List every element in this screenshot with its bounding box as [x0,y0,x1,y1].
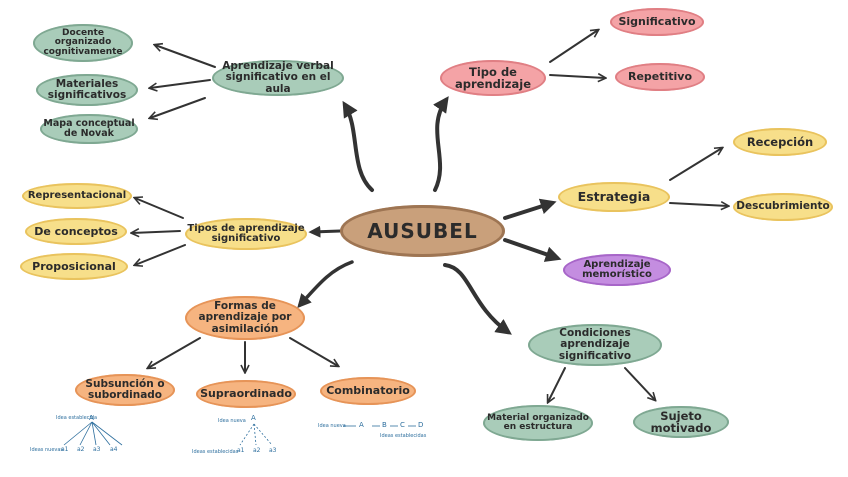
sketch-supra-top-label: Idea nueva [218,418,246,424]
node-aprendizaje-verbal[interactable]: Aprendizaje verbal significativo en el a… [212,60,344,96]
sketch-sub-top-label: Idea establecida [56,415,98,421]
sketch-supra-item: a3 [269,447,277,454]
node-proposicional[interactable]: Proposicional [20,253,128,280]
node-combinatorio[interactable]: Combinatorio [320,377,416,405]
connector-center-tipo [433,96,449,192]
connector-estrategia-recepcion [669,148,722,181]
connector-center-estrategia [503,198,557,220]
node-subsuncion[interactable]: Subsunción o subordinado [75,374,175,406]
center-node-ausubel[interactable]: AUSUBEL [340,205,505,257]
connector-formas-subsuncion [148,337,201,368]
sketch-comb-item: C [400,421,405,429]
node-formas-asimilacion[interactable]: Formas de aprendizaje por asimilación [185,296,305,340]
node-significativo[interactable]: Significativo [610,8,704,36]
sketch-sub-item: a3 [93,446,101,453]
node-condiciones-aprendizaje[interactable]: Condiciones aprendizaje significativo [528,324,662,366]
connector-center-verbal [342,100,374,192]
node-materiales-significativos[interactable]: Materiales significativos [36,74,138,106]
node-de-conceptos[interactable]: De conceptos [25,218,127,245]
connector-center-memoristico [503,238,562,262]
sketch-supra-top: A [251,414,256,422]
connector-center-formas [297,260,354,309]
sketch-comb-bottom-label: Ideas establecidas [380,433,427,439]
node-repetitivo[interactable]: Repetitivo [615,63,705,91]
sketch-supra-bottom-label: Ideas establecidas [192,449,239,455]
sketch-subsuncion: Idea establecida A Ideas nuevas a1 a2 a3… [30,410,140,460]
node-material-organizado[interactable]: Material organizado en estructura [483,405,593,441]
node-recepcion[interactable]: Recepción [733,128,827,156]
sketch-supra-item: a1 [237,447,245,454]
node-docente-organizado[interactable]: Docente organizado cognitivamente [33,24,133,62]
connector-tipo-repetitivo [549,75,605,78]
node-tipo-de-aprendizaje[interactable]: Tipo de aprendizaje [440,60,546,96]
node-estrategia[interactable]: Estrategia [558,182,670,212]
connector-center-condiciones [443,263,512,335]
connector-estrategia-descubrimiento [669,203,728,206]
connector-tipo-significativo [549,30,598,63]
node-aprendizaje-memoristico[interactable]: Aprendizaje memorístico [563,254,671,286]
sketch-comb-item: B [382,421,387,429]
connector-condiciones-sujeto [624,367,655,400]
node-sujeto-motivado[interactable]: Sujeto motivado [633,406,729,438]
sketch-sub-item: a4 [110,446,118,453]
sketch-supraordinado: Idea nueva A Ideas establecidas a1 a2 a3 [192,412,302,462]
sketch-supra-item: a2 [253,447,261,454]
sketch-sub-bottom-label: Ideas nuevas [30,447,64,453]
sketch-comb-left-label: Idea nueva [318,423,346,429]
connector-formas-combinatorio [289,337,338,366]
connector-condiciones-material [548,367,566,402]
connector-verbal-mapa [150,97,206,118]
connector-verbal-materiales [150,79,211,88]
connector-center-tipos [308,225,342,238]
sketch-sub-item: a2 [77,446,85,453]
sketch-comb-item: A [359,421,364,429]
node-representacional[interactable]: Representacional [22,183,132,209]
sketch-sub-item: a1 [61,446,69,453]
node-descubrimiento[interactable]: Descubrimiento [733,193,833,221]
connector-tipos-representacional [135,198,184,219]
connector-verbal-docente [155,45,216,68]
sketch-comb-item: D [418,421,424,429]
node-tipos-aprendizaje-significativo[interactable]: Tipos de aprendizaje significativo [185,218,307,250]
connector-tipos-conceptos [132,231,181,233]
connector-tipos-proposicional [135,244,186,265]
sketch-combinatorio: Idea nueva A B C D Ideas establecidas [318,418,438,448]
node-mapa-conceptual[interactable]: Mapa conceptual de Novak [40,114,138,144]
node-supraordinado[interactable]: Supraordinado [196,380,296,408]
sketch-sub-top: A [89,414,94,422]
